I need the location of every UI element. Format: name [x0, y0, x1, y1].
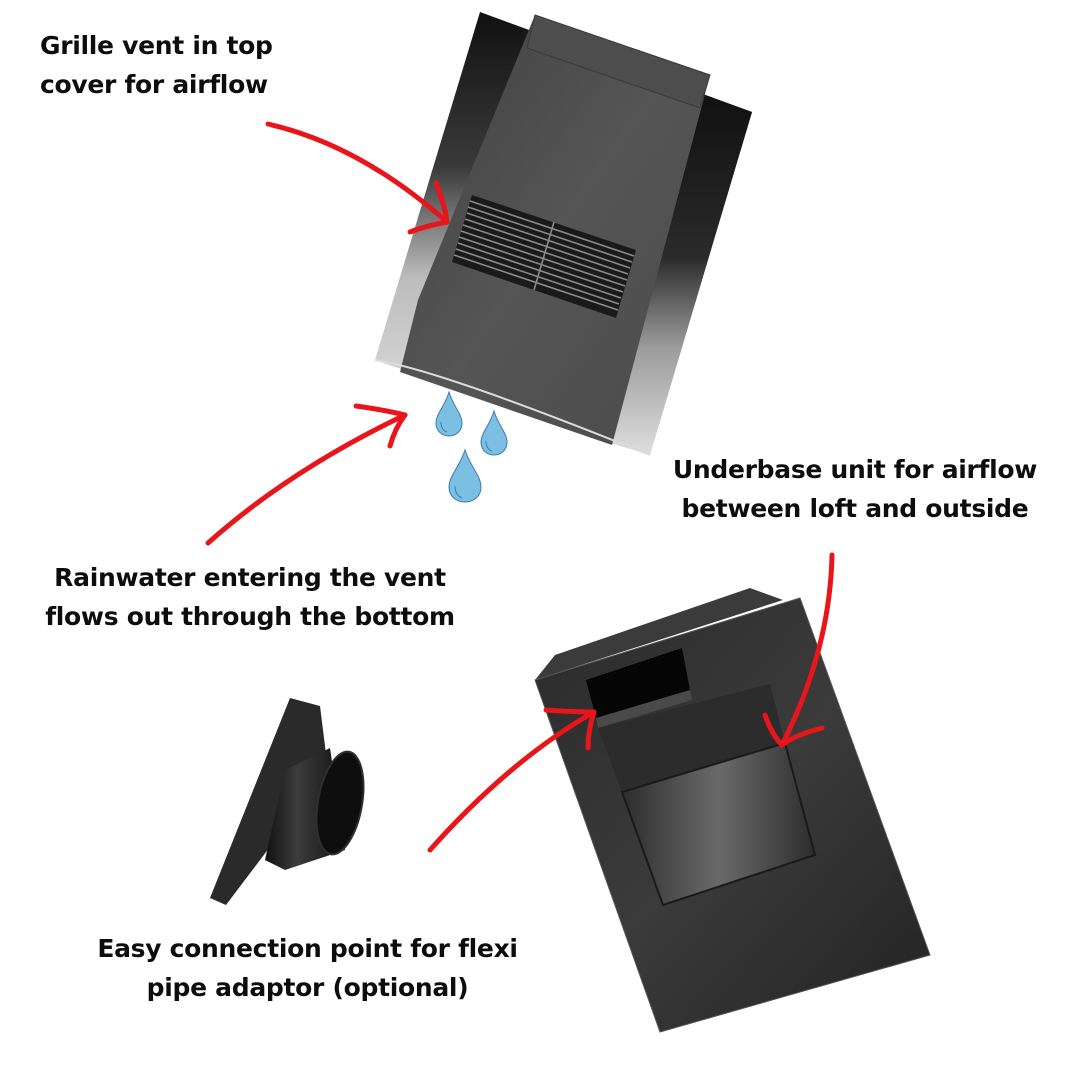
underbase-unit [534, 588, 931, 1033]
connection-arrow [427, 707, 597, 853]
rainwater-label-line2: flows out through the bottom [45, 602, 455, 631]
water-drop-icon [435, 390, 463, 437]
underbase-label: Underbase unit for airflow between loft … [645, 450, 1065, 528]
underbase-arrow [762, 552, 835, 748]
water-drop-icon [448, 448, 482, 503]
rainwater-arrow [205, 403, 408, 546]
connection-label: Easy connection point for flexi pipe ada… [75, 929, 540, 1007]
flexi-pipe-adaptor [210, 698, 365, 905]
connection-label-line1: Easy connection point for flexi [97, 934, 518, 963]
rainwater-label-line1: Rainwater entering the vent [54, 563, 446, 592]
underbase-label-line2: between loft and outside [681, 494, 1029, 523]
grille-label-line1: Grille vent in top [40, 31, 273, 60]
grille-arrow [265, 121, 450, 235]
water-drop-icon [480, 409, 508, 456]
connection-label-line2: pipe adaptor (optional) [146, 973, 469, 1002]
underbase-label-line1: Underbase unit for airflow [672, 455, 1038, 484]
top-vent-tile [374, 12, 752, 456]
grille-vent [452, 195, 636, 318]
grille-label: Grille vent in top cover for airflow [40, 26, 273, 104]
grille-label-line2: cover for airflow [40, 70, 268, 99]
rainwater-label: Rainwater entering the vent flows out th… [20, 558, 480, 636]
